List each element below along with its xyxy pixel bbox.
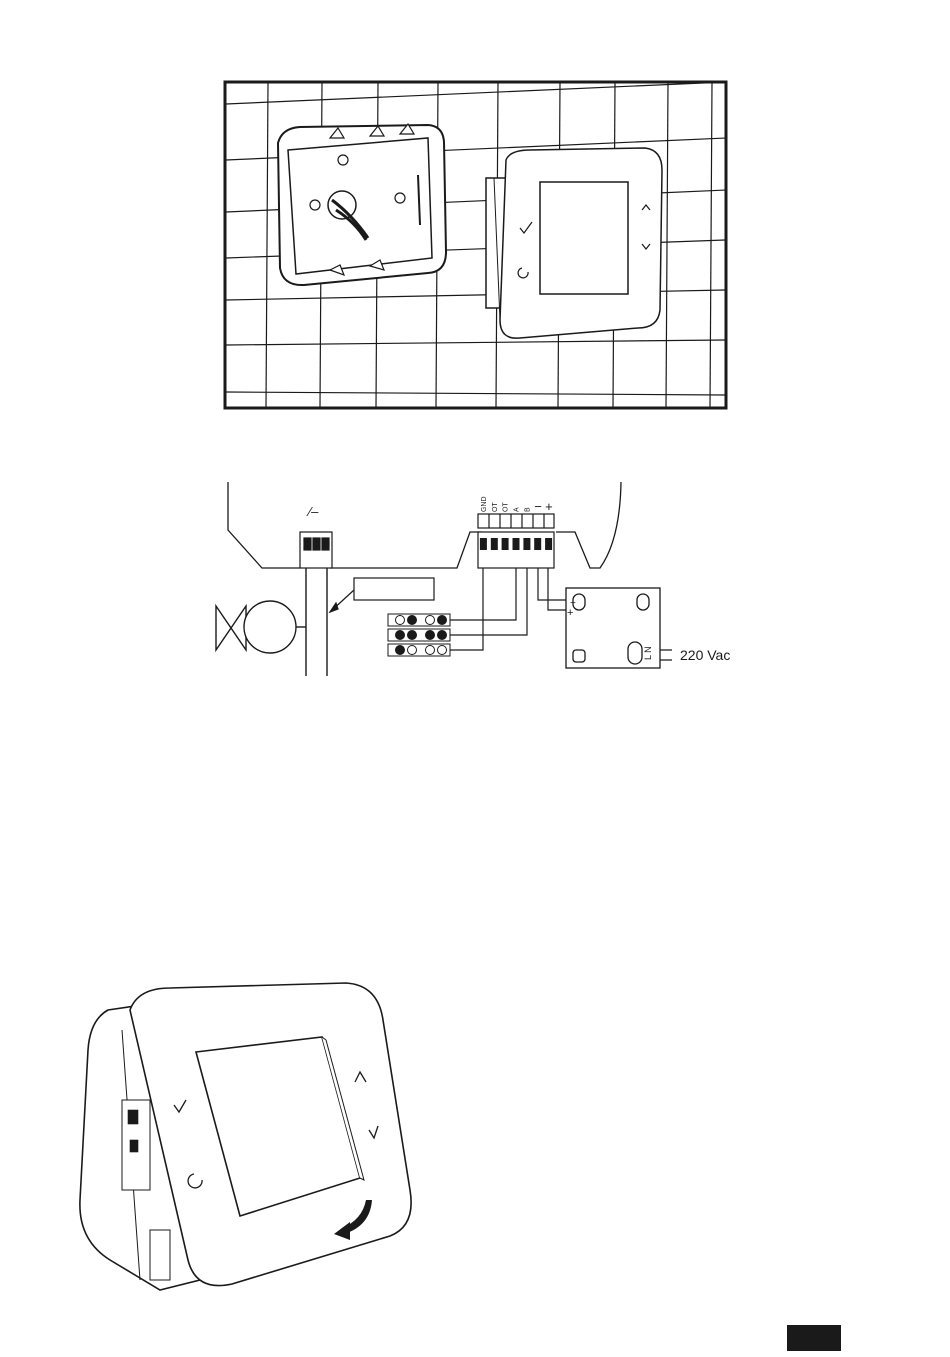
thermostat-front-panel (486, 148, 662, 338)
wall-mount-plate (278, 124, 446, 285)
page-number-badge (787, 1325, 841, 1351)
